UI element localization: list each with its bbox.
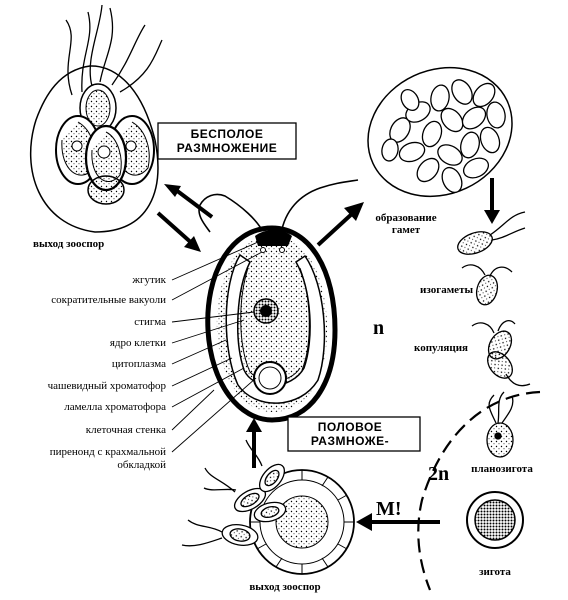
- sexual-label-line1: ПОЛОВОЕ: [318, 420, 383, 434]
- zygote: [466, 491, 524, 549]
- label-isogametes: изогаметы: [420, 284, 473, 296]
- label-haploid-n: n: [373, 317, 384, 339]
- asexual-label-line1: БЕСПОЛОЕ: [191, 127, 264, 141]
- label-gamete-formation-1: образование: [375, 212, 436, 224]
- sexual-reproduction-box: ПОЛОВОЕ РАЗМНОЖЕ-: [287, 416, 421, 452]
- central-cell: [198, 179, 359, 423]
- label-zygote: зигота: [479, 566, 511, 578]
- label-copulation: копуляция: [414, 342, 468, 354]
- label-stigma: стигма: [134, 316, 166, 328]
- label-chromatophore-lamella: ламелла хроматофора: [64, 401, 166, 413]
- asexual-reproduction-box: БЕСПОЛОЕ РАЗМНОЖЕНИЕ: [157, 122, 297, 160]
- label-nucleus: ядро клетки: [110, 337, 166, 349]
- label-flagellum: жгутик: [131, 274, 166, 286]
- isogametes: [457, 211, 526, 306]
- label-cytoplasm: цитоплазма: [112, 358, 166, 370]
- label-cell-wall: клеточная стенка: [86, 424, 166, 436]
- sporangium-zoospores-top: [29, 4, 163, 233]
- arrow-to-isogametes: [484, 178, 500, 224]
- label-diploid-2n: 2n: [428, 463, 449, 485]
- asexual-label-line2: РАЗМНОЖЕНИЕ: [177, 141, 278, 155]
- arrow-to-center: [246, 418, 262, 468]
- planozygote: [486, 391, 514, 458]
- arrows-asexual: [156, 184, 214, 252]
- arrow-meiosis: [356, 513, 440, 531]
- label-meiosis: М!: [376, 498, 402, 520]
- label-leaders: [171, 241, 263, 453]
- label-zoospore-release-bottom: выход зооспор: [249, 581, 320, 593]
- label-pyrenoid-2: обкладкой: [117, 459, 166, 471]
- zygote-zoospores-bottom: [181, 439, 355, 575]
- label-gamete-formation-2: гамет: [392, 224, 421, 236]
- sexual-label-line2: РАЗМНОЖЕ-: [311, 434, 389, 448]
- arrow-to-gametes: [316, 202, 364, 247]
- label-planozygote: планозигота: [471, 463, 533, 475]
- label-pyrenoid-1: пиренонд с крахмальной: [50, 446, 166, 458]
- copulation-gametes: [471, 320, 531, 387]
- meiosis-boundary: [417, 390, 541, 591]
- label-contractile-vacuoles: сократительные вакуоли: [51, 294, 166, 306]
- gametangium: [367, 66, 513, 198]
- label-zoospore-release-top: выход зооспор: [33, 238, 104, 250]
- label-cup-chromatophore: чашевидный хроматофор: [48, 380, 167, 392]
